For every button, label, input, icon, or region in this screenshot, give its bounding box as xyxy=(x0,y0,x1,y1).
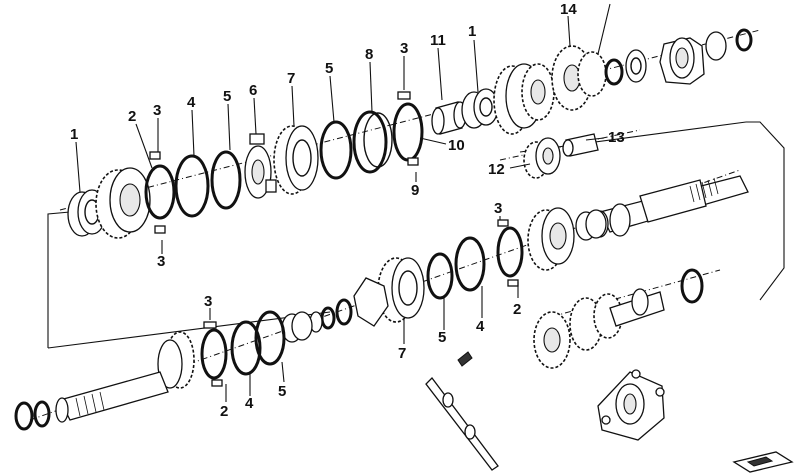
direction-arrow-icon xyxy=(732,451,794,473)
seal-upper-right xyxy=(705,28,753,61)
sleeve-7-upper xyxy=(273,125,319,195)
callout-labels: 14 1 11 3 8 5 7 6 5 4 3 2 1 3 13 12 10 9… xyxy=(70,1,625,420)
label-3-lower: 3 xyxy=(204,293,212,310)
countershaft-lower-right xyxy=(533,268,704,369)
label-1-left: 1 xyxy=(70,126,78,143)
label-13: 13 xyxy=(608,129,625,146)
label-2-mid: 2 xyxy=(513,301,521,318)
gear-14-right xyxy=(577,51,607,97)
label-2-lower: 2 xyxy=(220,403,228,420)
needle-bearing-mid-right xyxy=(575,209,607,241)
label-3-upper-bottom: 3 xyxy=(157,253,165,270)
bushing-11 xyxy=(431,101,467,135)
snap-ring-5-upper xyxy=(210,150,242,210)
bushing-13 xyxy=(562,133,599,157)
sleeve-7-mid xyxy=(353,257,425,327)
synchro-ring-8 xyxy=(352,110,393,174)
synchro-ring-10 xyxy=(392,91,424,166)
label-1-top: 1 xyxy=(468,23,476,40)
label-4-mid: 4 xyxy=(476,318,485,335)
needle-bearing-lower xyxy=(281,311,313,343)
assembly-frame xyxy=(47,121,785,349)
synchro-ring-2-mid xyxy=(496,219,524,287)
label-8: 8 xyxy=(365,46,373,63)
ring-5-upper-b xyxy=(319,120,353,180)
label-11: 11 xyxy=(430,32,446,49)
input-shaft-lower xyxy=(55,331,195,423)
small-rings-mid xyxy=(309,298,353,333)
label-5-mid: 5 xyxy=(438,329,446,346)
washer-upper-right xyxy=(604,58,624,86)
shift-rod-lower xyxy=(425,351,499,471)
ring-4-upper xyxy=(174,154,210,218)
label-5-upper-left: 5 xyxy=(223,88,231,105)
gear-mid-right xyxy=(527,207,575,271)
label-10: 10 xyxy=(448,137,465,154)
label-7-top: 7 xyxy=(287,70,295,87)
needle-bearing-1-upper xyxy=(461,88,499,129)
label-5-lower: 5 xyxy=(278,383,286,400)
bearing-upper-right xyxy=(625,49,647,83)
label-3-mid: 3 xyxy=(494,200,502,217)
label-14: 14 xyxy=(560,1,577,18)
output-flange-lower-right xyxy=(597,369,665,441)
seals-lower-left xyxy=(14,400,51,431)
label-5-top: 5 xyxy=(325,60,333,77)
ring-4-mid xyxy=(454,236,486,292)
label-6: 6 xyxy=(249,82,257,99)
label-4-upper-left: 4 xyxy=(187,94,196,111)
snap-ring-5-lower xyxy=(254,310,286,366)
label-2-upper-left: 2 xyxy=(128,108,136,125)
synchro-ring-2-lower xyxy=(200,321,228,387)
label-12: 12 xyxy=(488,161,505,178)
main-shaft-upper xyxy=(591,175,749,238)
flange-upper-right xyxy=(659,37,705,85)
gear-upper-center xyxy=(493,63,555,135)
synchro-ring-2-upper xyxy=(144,151,176,234)
leader-lines xyxy=(75,3,611,402)
gear-12 xyxy=(523,137,561,179)
label-9: 9 xyxy=(411,182,419,199)
ring-5-mid xyxy=(426,252,454,300)
label-3-upper-left: 3 xyxy=(153,102,161,119)
label-4-lower: 4 xyxy=(245,395,254,412)
label-3-top: 3 xyxy=(400,40,408,57)
ring-4-lower xyxy=(230,320,262,376)
hub-6 xyxy=(244,133,277,199)
label-7-mid: 7 xyxy=(398,345,406,362)
gear-left-upper xyxy=(95,167,151,239)
